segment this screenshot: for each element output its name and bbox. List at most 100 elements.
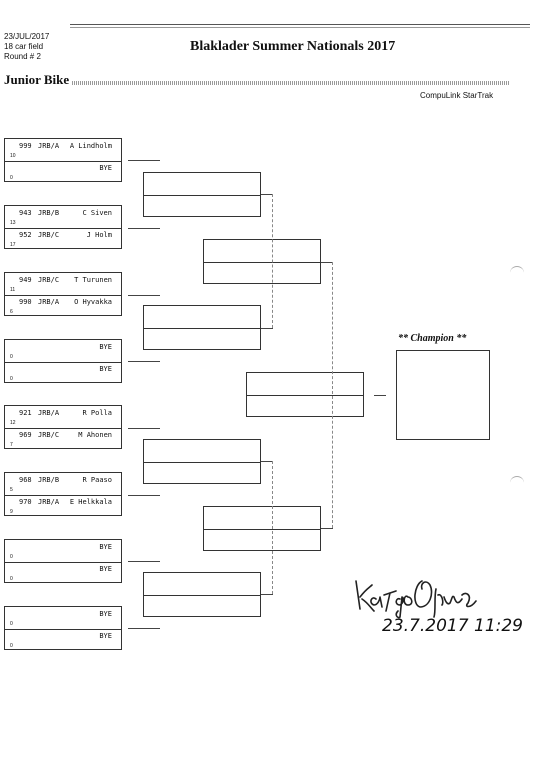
seed-number: 0 [10,621,13,627]
champion-label: ** Champion ** [398,333,467,344]
entry-slot: BYE 0 [5,161,121,183]
seed-number: 9 [10,509,13,515]
signature-time: 11:29 [474,616,523,636]
connector [272,194,273,328]
connector [128,561,160,562]
punch-hole-mark [510,266,524,275]
field-size: 18 car field [4,42,44,51]
connector [128,628,160,629]
connector [374,395,386,396]
racer-name: R Polla [82,409,112,417]
connector [128,295,160,296]
racer-name: BYE [99,543,112,551]
entry-slot: 952 JRB/C J Holm 17 [5,228,121,250]
header-rule-top [70,24,530,25]
racer-name: C Siven [82,209,112,217]
seed-number: 17 [10,242,16,248]
car-number: 999 [19,142,32,150]
connector [261,328,273,329]
connector [128,428,160,429]
connector [261,194,273,195]
car-number: 990 [19,298,32,306]
car-number: 949 [19,276,32,284]
seed-number: 0 [10,554,13,560]
connector [321,262,333,263]
connector [321,528,333,529]
signature-date: 23.7.2017 [382,616,469,636]
class-code: JRB/C [38,431,60,439]
brand-label: CompuLink StarTrak [420,91,494,100]
racer-name: M Ahonen [78,431,112,439]
class-code: JRB/A [38,142,60,150]
car-number: 921 [19,409,32,417]
class-code: JRB/A [38,409,60,417]
connector [261,461,273,462]
entry-slot: BYE 0 [5,540,121,563]
racer-name: BYE [99,365,112,373]
racer-name: A Lindholm [69,142,112,150]
racer-name: O Hyvakka [74,298,112,306]
car-number: 943 [19,209,32,217]
round2-match-4 [143,572,261,617]
header-rule-bottom [70,27,530,28]
connector [261,594,273,595]
racer-name: T Turunen [74,276,112,284]
seed-number: 13 [10,220,16,226]
car-number: 952 [19,231,32,239]
class-code: JRB/B [38,476,60,484]
seed-number: 6 [10,309,13,315]
car-number: 968 [19,476,32,484]
connector [128,361,160,362]
car-number: 970 [19,498,32,506]
class-code: JRB/B [38,209,60,217]
seed-number: 0 [10,175,13,181]
racer-name: BYE [99,632,112,640]
semifinal-match-1 [203,239,321,284]
connector [272,461,273,594]
racer-name: BYE [99,164,112,172]
connector [128,495,160,496]
entry-slot: BYE 0 [5,362,121,384]
event-date: 23/JUL/2017 [4,32,50,41]
racer-name: E Helkkala [69,498,112,506]
class-code: JRB/C [38,231,60,239]
racer-name: J Holm [86,231,112,239]
entry-slot: 970 JRB/A E Helkkala 9 [5,495,121,517]
seed-number: 0 [10,576,13,582]
seed-number: 0 [10,643,13,649]
seed-number: 0 [10,376,13,382]
entry-slot: 943 JRB/B C Siven 13 [5,206,121,229]
round2-match-1 [143,172,261,217]
entry-slot: BYE 0 [5,629,121,651]
seed-number: 10 [10,153,16,159]
racer-name: BYE [99,565,112,573]
semifinal-match-2 [203,506,321,551]
entry-slot: 990 JRB/A O Hyvakka 6 [5,295,121,317]
dotted-rule [72,81,510,85]
class-code: JRB/A [38,298,60,306]
car-number: 969 [19,431,32,439]
entry-slot: BYE 0 [5,562,121,584]
class-code: JRB/A [38,498,60,506]
champion-box [396,350,490,440]
round-number: Round # 2 [4,52,41,61]
signature [355,580,477,619]
connector [128,228,160,229]
round2-match-2 [143,305,261,350]
page-title: Blaklader Summer Nationals 2017 [190,39,396,54]
round2-match-3 [143,439,261,484]
racer-name: R Paaso [82,476,112,484]
entry-slot: 999 JRB/A A Lindholm 10 [5,139,121,162]
connector [128,160,160,161]
